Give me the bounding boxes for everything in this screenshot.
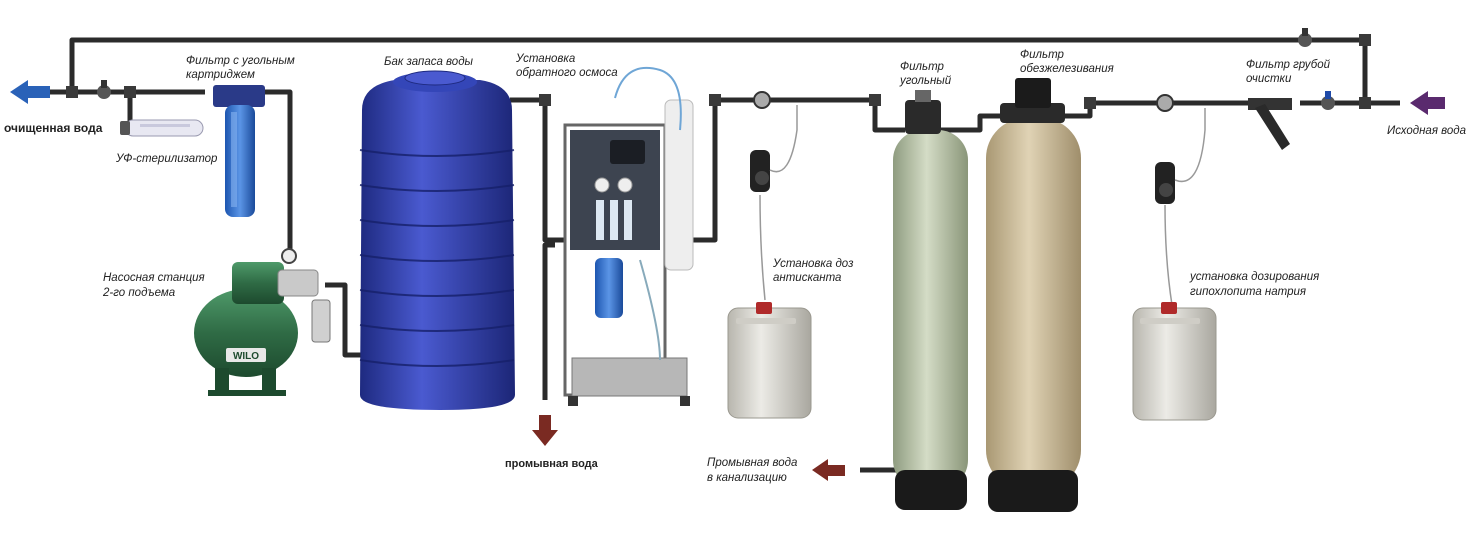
iron-filter-label-line2: обезжелезивания [1020,63,1114,75]
bypass-pipe [69,37,1368,103]
uv-sterilizer [120,119,204,137]
iron-filter-label-line1: Фильтр [1020,49,1064,61]
antiscalant-dosing-pump [750,105,798,301]
hypochlorite-dosing-label-line2: гипохлопита натрия [1190,286,1307,298]
pump-brand-logo: WILO [233,351,259,362]
hypochlorite-canister [1132,302,1217,421]
carbon-cartridge-filter-label-line2: картриджем [186,69,255,81]
uv-sterilizer-label: УФ-стерилизатор [116,153,218,165]
drain-flush-label-line1: Промывная вода [707,457,798,469]
tank-to-pump-pipe [325,282,362,358]
antiscalant-canister [727,302,812,419]
ro-unit-label-line1: Установка [516,53,576,65]
carbon-filter-label-line1: Фильтр [900,61,944,73]
source-water-label: Исходная вода [1387,125,1467,137]
coarse-filter [1248,98,1292,150]
reverse-osmosis-unit [563,66,694,406]
pump-to-filter-pipe [255,89,293,260]
treatment-line-pipe [940,100,1290,133]
hypochlorite-dosing-label-line1: установка дозирования [1190,271,1320,283]
carbon-cartridge-filter [213,85,265,217]
carbon-cartridge-filter-label-line1: Фильтр с угольным [186,55,295,67]
flush-water-label: промывная вода [505,458,598,470]
coarse-filter-label-line1: Фильтр грубой [1246,59,1331,71]
coarse-filter-label-line2: очистки [1246,73,1292,85]
valve-icon [97,28,1335,112]
drain-flush-label-line2: в канализацию [707,472,787,484]
arrow-left-icon [1410,91,1445,115]
arrow-left-icon [812,459,845,481]
pipe-fittings [66,34,1371,109]
arrow-left-icon [10,80,50,104]
purified-water-label: очищенная вода [4,121,103,135]
arrow-down-icon [532,415,558,446]
carbon-filter-tank [893,90,968,510]
water-tank-label: Бак запаса воды [384,56,474,68]
pump-station-label-line2: 2-го подъема [103,287,176,299]
iron-removal-filter-tank [986,78,1081,512]
antiscalant-dosing-label-line2: антисканта [773,272,842,284]
carbon-filter-label-line2: угольный [900,75,952,87]
ro-unit-label-line2: обратного осмоса [516,67,618,79]
ro-to-tank-pipe [510,97,565,243]
carbon-to-ro-pipe [690,97,905,243]
hypochlorite-dosing-pump [1155,108,1206,306]
antiscalant-dosing-label-line1: Установка доз [773,258,854,270]
pump-station: WILO [194,248,331,396]
ro-flush-pipe [542,242,555,400]
water-storage-tank [359,70,515,410]
pump-station-label-line1: Насосная станция [103,272,205,284]
